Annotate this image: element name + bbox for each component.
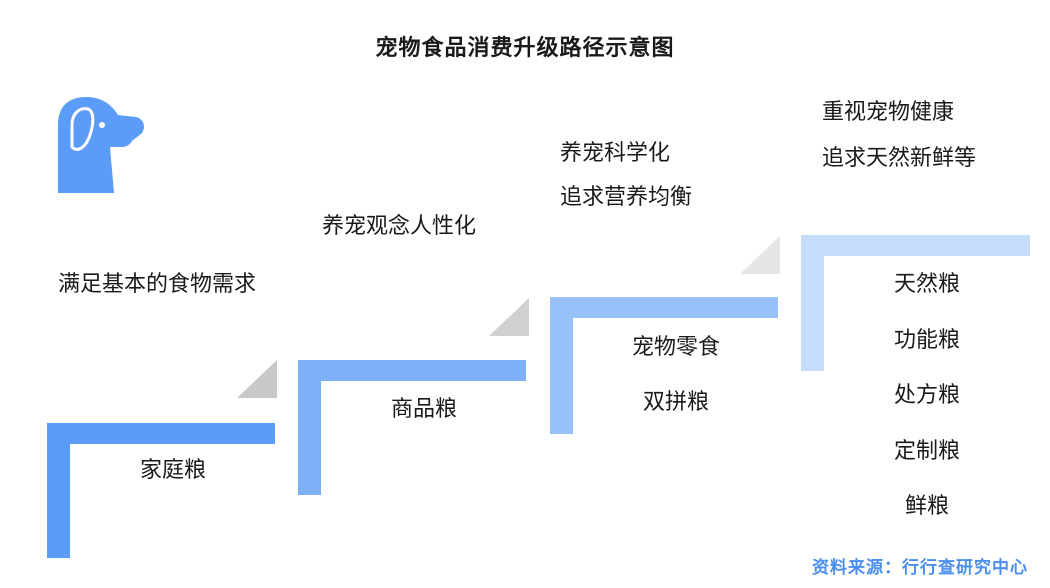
stage-4-need-2: 追求天然新鲜等 [822,146,977,171]
step-3-vertical [550,297,573,434]
stage-3-need-1: 养宠科学化 [560,141,671,166]
stage-1-need: 满足基本的食物需求 [58,272,257,297]
stage-4-product-3: 处方粮 [893,383,960,408]
step-3-horizontal [550,297,778,318]
step-1-vertical [47,423,70,558]
step-4-vertical [801,235,824,371]
step-1-horizontal [47,423,275,444]
stage-2-need: 养宠观念人性化 [322,214,477,239]
step-1-triangle [237,360,277,398]
step-3-triangle [740,236,780,274]
stage-4-product-1: 天然粮 [893,272,960,297]
step-2-triangle [489,298,529,336]
step-2-horizontal [298,360,526,381]
diagram-title: 宠物食品消费升级路径示意图 [375,36,675,61]
stage-1-product: 家庭粮 [139,458,206,483]
dog-head-icon [58,97,144,193]
stage-4-product-5: 鲜粮 [904,494,949,519]
stage-3-product-2: 双拼粮 [642,390,709,415]
stage-4-product-2: 功能粮 [893,328,960,353]
stage-3-product-1: 宠物零食 [631,335,720,360]
stage-3-need-2: 追求营养均衡 [560,185,693,210]
stage-4-need-1: 重视宠物健康 [822,100,955,125]
source-credit: 资料来源：行行查研究中心 [812,558,1028,578]
stage-4-product-4: 定制粮 [893,439,960,464]
step-2-vertical [298,360,321,495]
step-4-horizontal [801,235,1030,256]
stage-2-product: 商品粮 [390,397,457,422]
